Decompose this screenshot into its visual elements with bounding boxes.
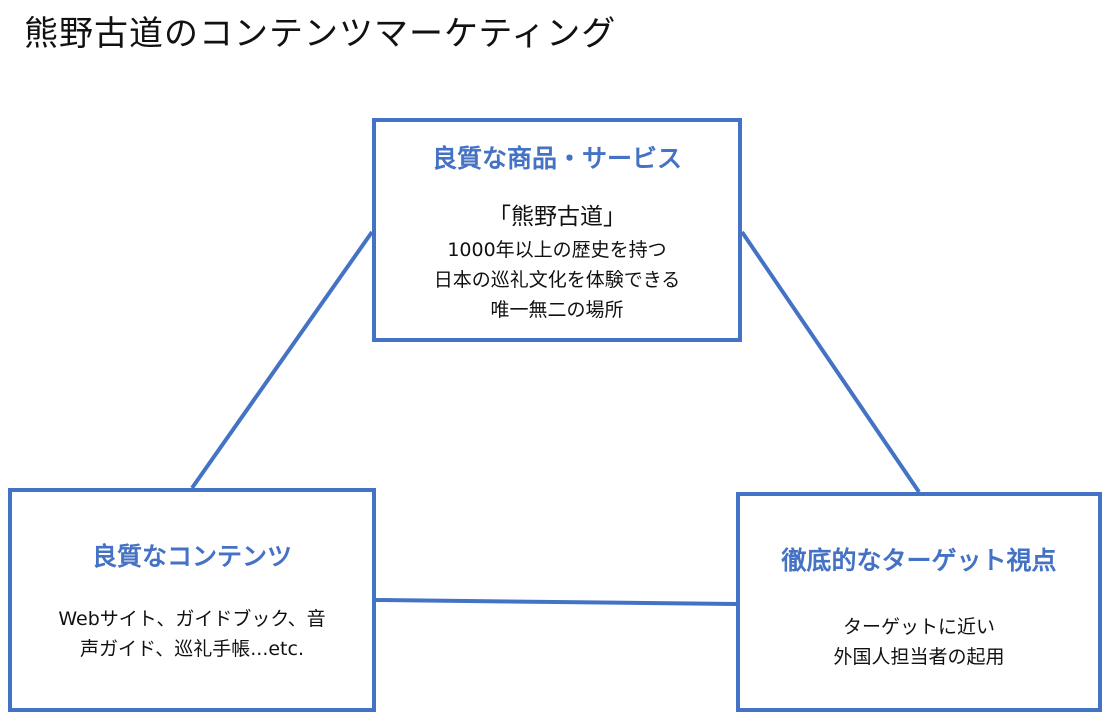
content-node-line: 声ガイド、巡礼手帳...etc. xyxy=(80,638,304,660)
product-node-body: 1000年以上の歴史を持つ 日本の巡礼文化を体験できる 唯一無二の場所 xyxy=(376,235,738,325)
page-title: 熊野古道のコンテンツマーケティング xyxy=(24,14,617,54)
connector-product-content xyxy=(190,230,374,490)
product-node-line: 唯一無二の場所 xyxy=(490,299,624,321)
content-node-heading: 良質なコンテンツ xyxy=(91,542,292,571)
target-node-line: ターゲットに近い xyxy=(842,616,995,638)
connector-content-target xyxy=(375,598,737,606)
target-node-body: ターゲットに近い 外国人担当者の起用 xyxy=(740,612,1098,672)
target-node-line: 外国人担当者の起用 xyxy=(833,646,1005,668)
product-node-line: 1000年以上の歴史を持つ xyxy=(447,239,667,261)
connector-product-target xyxy=(740,230,921,494)
product-node-subheading: 「熊野古道」 xyxy=(488,204,626,230)
product-node: 良質な商品・サービス 「熊野古道」 1000年以上の歴史を持つ 日本の巡礼文化を… xyxy=(372,118,742,342)
content-node-body: Webサイト、ガイドブック、音 声ガイド、巡礼手帳...etc. xyxy=(12,604,372,664)
product-node-line: 日本の巡礼文化を体験できる xyxy=(433,269,681,291)
content-node: 良質なコンテンツ Webサイト、ガイドブック、音 声ガイド、巡礼手帳...etc… xyxy=(8,488,376,712)
target-node-heading: 徹底的なターゲット視点 xyxy=(781,546,1057,575)
product-node-heading: 良質な商品・サービス xyxy=(431,144,682,173)
content-node-line: Webサイト、ガイドブック、音 xyxy=(58,608,326,630)
target-node: 徹底的なターゲット視点 ターゲットに近い 外国人担当者の起用 xyxy=(736,492,1102,712)
